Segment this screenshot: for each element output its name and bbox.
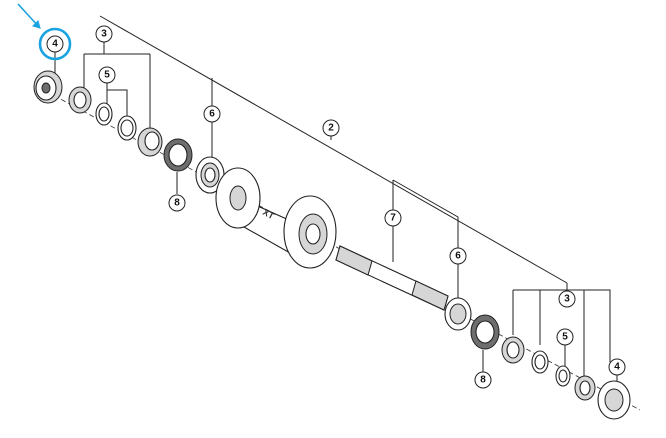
highlight-ring xyxy=(38,27,72,61)
right-cone xyxy=(501,336,525,364)
callout-5-right: 5 xyxy=(556,328,574,346)
callout-label: 6 xyxy=(455,251,461,262)
callout-6-right: 6 xyxy=(449,247,467,265)
left-end-cap xyxy=(33,70,63,104)
callout-label: 4 xyxy=(52,39,58,50)
callout-5-left: 5 xyxy=(98,66,116,84)
callout-label: 4 xyxy=(614,362,620,373)
left-cone xyxy=(137,127,163,157)
hub-logo: XT xyxy=(261,207,276,221)
leader-lines xyxy=(54,15,618,388)
callout-label: 8 xyxy=(480,375,486,386)
left-dust-seal xyxy=(163,138,193,172)
callout-label: 5 xyxy=(104,70,110,81)
left-bearing-retainer xyxy=(195,156,225,194)
callout-4-left: 4 xyxy=(46,35,64,53)
left-washer-ring xyxy=(95,102,113,126)
highlight-arrow-head-icon xyxy=(32,20,41,29)
callout-2: 2 xyxy=(322,119,340,137)
callout-7: 7 xyxy=(384,209,402,227)
callout-label: 2 xyxy=(328,123,334,134)
right-end-cap xyxy=(597,380,631,420)
callout-8-right: 8 xyxy=(474,371,492,389)
callout-6-left: 6 xyxy=(203,105,221,123)
callout-3-right: 3 xyxy=(558,290,576,308)
right-bearing-retainer xyxy=(444,297,472,331)
callout-4-right: 4 xyxy=(608,358,626,376)
right-dust-seal xyxy=(470,314,500,350)
highlight-marker xyxy=(17,3,72,61)
callout-3-left: 3 xyxy=(95,25,113,43)
axle xyxy=(335,245,449,311)
callout-label: 5 xyxy=(562,332,568,343)
callout-label: 7 xyxy=(390,213,396,224)
callout-8-left: 8 xyxy=(168,194,186,212)
left-lock-nut xyxy=(68,86,92,114)
callout-label: 3 xyxy=(564,294,570,305)
right-washer-ring xyxy=(555,365,571,387)
callout-label: 8 xyxy=(174,198,180,209)
right-spacer-ring xyxy=(531,350,549,374)
callout-label: 3 xyxy=(101,29,107,40)
hub-body: XT xyxy=(215,167,337,269)
right-lock-nut xyxy=(574,375,596,401)
callout-label: 6 xyxy=(209,109,215,120)
left-spacer-ring xyxy=(117,115,137,141)
